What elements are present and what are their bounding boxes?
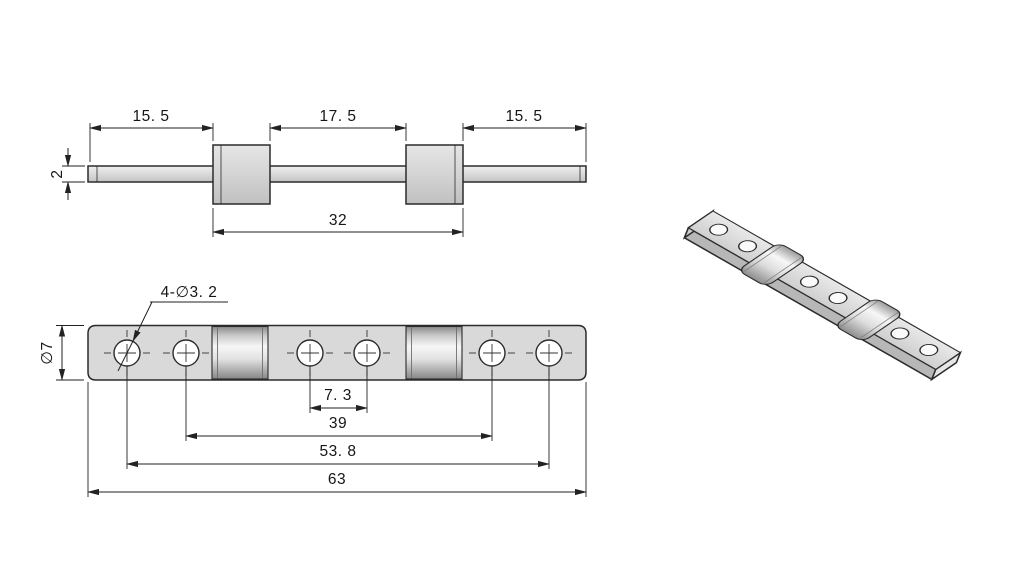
hole-callout-text: 4-∅3. 2 xyxy=(161,284,218,301)
side-view-boss-right xyxy=(405,144,464,205)
side-view-boss-left xyxy=(212,144,271,205)
iso-sleeve-edge-line xyxy=(762,256,803,284)
leader-line xyxy=(132,301,153,342)
iso-sleeve-edge-line xyxy=(858,311,899,340)
iso-sleeve-edge-line xyxy=(742,245,783,273)
dim-text-hole-pair-spacing: 7. 3 xyxy=(324,387,352,404)
iso-sleeve-right xyxy=(837,299,901,340)
dim-text-right-length: 15. 5 xyxy=(506,108,543,125)
dim-text-overall-length: 63 xyxy=(328,471,346,488)
dim-text-center-length: 17. 5 xyxy=(320,108,357,125)
iso-sleeve-edge-line xyxy=(838,300,879,328)
side-view: 15. 5 17. 5 15. 5 32 2 xyxy=(49,108,587,237)
dim-text-inner-hole-span: 39 xyxy=(329,415,347,432)
dim-text-plate-width: ∅7 xyxy=(39,341,56,364)
dim-text-thickness: 2 xyxy=(49,169,66,178)
iso-side-face xyxy=(683,226,937,381)
plan-view-sleeve-right xyxy=(405,325,463,380)
dim-text-outer-hole-span: 53. 8 xyxy=(320,443,357,460)
plan-view: 4-∅3. 2 ∅7 7. 3 39 53. 8 63 xyxy=(39,284,587,497)
iso-top-face xyxy=(687,210,962,371)
side-view-strip xyxy=(87,165,587,183)
iso-sleeve-left xyxy=(740,244,805,285)
isometric-view xyxy=(682,208,963,382)
dim-text-left-length: 15. 5 xyxy=(133,108,170,125)
dim-text-boss-span: 32 xyxy=(329,212,347,229)
plan-view-sleeve-left xyxy=(211,325,269,380)
leader-line-tail xyxy=(117,340,134,372)
